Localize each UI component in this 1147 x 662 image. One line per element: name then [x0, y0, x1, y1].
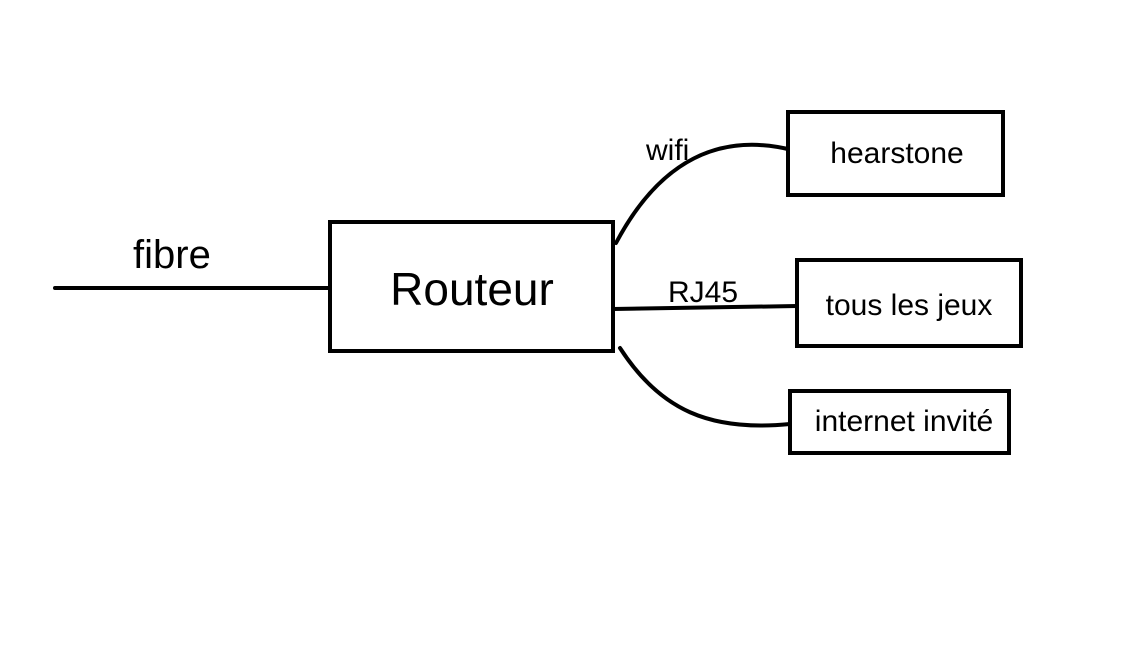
fibre-label: fibre	[133, 233, 211, 277]
wifi-label: wifi	[645, 134, 689, 167]
tous-les-jeux-box	[795, 258, 1023, 348]
hearstone-box	[786, 110, 1005, 197]
wifi-connection	[614, 142, 794, 245]
guest-connection	[618, 346, 792, 428]
rj45-label: RJ45	[668, 276, 738, 309]
internet-invite-box	[788, 389, 1011, 455]
rj45-connection	[611, 304, 799, 311]
router-box	[328, 220, 615, 353]
router-label: Routeur	[390, 263, 554, 315]
tous-les-jeux-label: tous les jeux	[826, 289, 993, 322]
internet-invite-label: internet invité	[815, 405, 993, 438]
hearstone-label: hearstone	[830, 137, 963, 170]
